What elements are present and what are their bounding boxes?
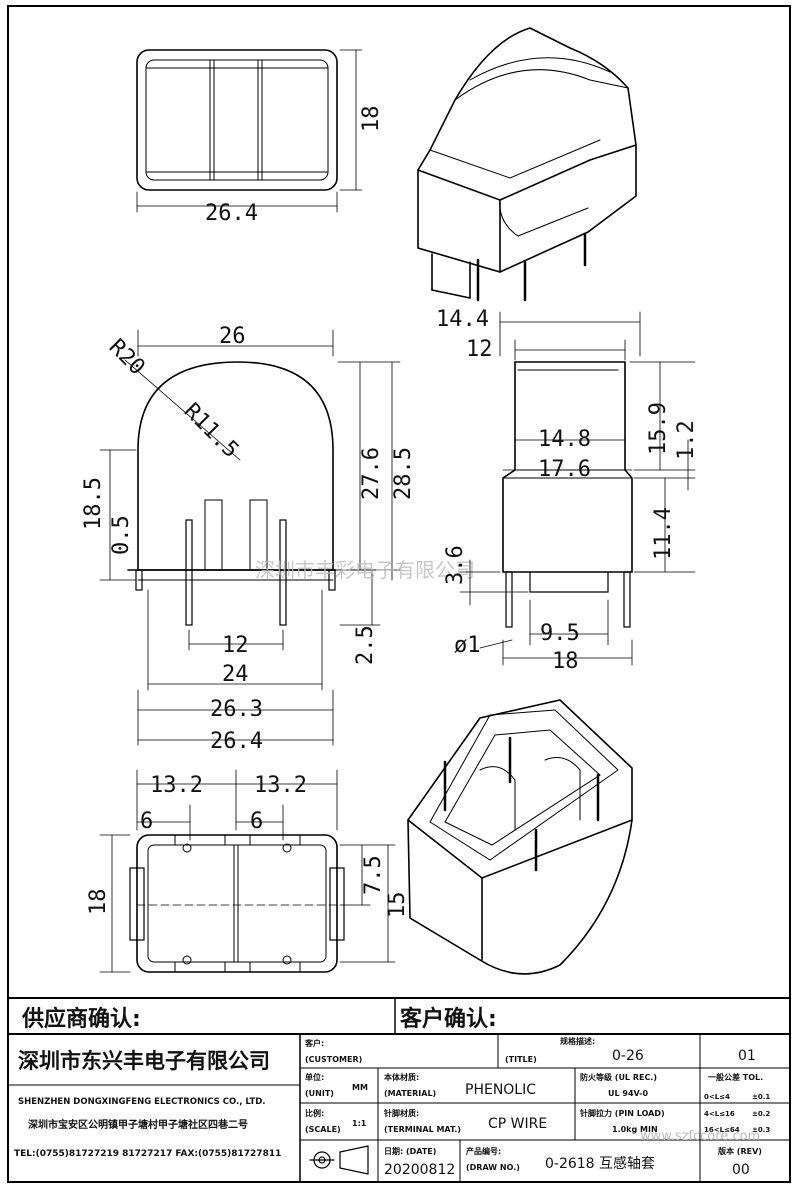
sheet-number: 01 bbox=[738, 1048, 756, 1064]
title-value: 0-26 bbox=[612, 1048, 644, 1064]
dim-bottom-six-right: 6 bbox=[250, 809, 263, 834]
dim-radius-inner: R11.5 bbox=[179, 399, 244, 464]
watermark-url: www.szfccore.com bbox=[640, 1129, 760, 1144]
iso-view-top bbox=[417, 27, 637, 302]
drawing-no-label-en: (DRAW NO.) bbox=[466, 1163, 520, 1172]
tol-value-1: ±0.2 bbox=[752, 1110, 770, 1118]
dim-front-body-height: 27.6 bbox=[359, 447, 384, 500]
terminal-label: 针脚材质: bbox=[384, 1108, 419, 1118]
dim-bottom-7-5: 7.5 bbox=[361, 855, 386, 895]
dim-front-total-height: 28.5 bbox=[391, 447, 416, 500]
ul-value: UL 94V-0 bbox=[608, 1089, 648, 1098]
bottom-view bbox=[99, 769, 396, 973]
tol-value-2: ±0.3 bbox=[752, 1126, 770, 1134]
company-tel-fax: TEL:(0755)81727219 81727217 FAX:(0755)81… bbox=[14, 1149, 281, 1159]
top-view bbox=[136, 49, 363, 213]
tol-value-0: ±0.1 bbox=[752, 1093, 770, 1101]
title-label-en: (TITLE) bbox=[505, 1055, 537, 1064]
dim-front-top-width: 26 bbox=[219, 324, 246, 349]
dim-width-24: 24 bbox=[222, 662, 249, 687]
drawing-no-label: 产品编号: bbox=[466, 1146, 501, 1156]
sheet-frame bbox=[7, 5, 791, 1183]
dim-side-1-2: 1.2 bbox=[674, 420, 699, 460]
terminal-label-en: (TERMINAL MAT.) bbox=[384, 1125, 461, 1134]
material-label: 本体材质: bbox=[383, 1072, 419, 1082]
dim-radius-outer: R20 bbox=[104, 335, 150, 381]
spec-label: 规格描述: bbox=[560, 1036, 595, 1046]
iso-view-bottom bbox=[407, 699, 633, 975]
unit-label: 单位: bbox=[305, 1072, 324, 1082]
customer-label-en: (CUSTOMER) bbox=[305, 1055, 362, 1064]
dim-side-3-6: 3.6 bbox=[443, 545, 468, 585]
customer-confirm-label: 客户确认: bbox=[400, 1006, 497, 1032]
dim-side-11-4: 11.4 bbox=[651, 507, 676, 560]
scale-value: 1:1 bbox=[352, 1119, 367, 1128]
company-address: 深圳市宝安区公明镇甲子塘村甲子塘社区四巷二号 bbox=[28, 1118, 248, 1131]
pin-load-value: 1.0kg MIN bbox=[612, 1125, 658, 1134]
pin-load-label: 针脚拉力 (PIN LOAD) bbox=[580, 1108, 665, 1118]
material-value: PHENOLIC bbox=[465, 1082, 536, 1098]
dim-side-12: 12 bbox=[466, 337, 493, 362]
customer-label: 客户: bbox=[304, 1038, 324, 1048]
dim-bottom-height: 18 bbox=[86, 889, 111, 916]
scale-label: 比例: bbox=[305, 1108, 324, 1118]
side-view bbox=[459, 311, 696, 666]
dim-side-17-6: 17.6 bbox=[538, 457, 591, 482]
dim-side-9-5: 9.5 bbox=[540, 621, 580, 646]
tol-range-2: 16<L≤64 bbox=[704, 1126, 740, 1134]
unit-value: MM bbox=[352, 1083, 368, 1092]
ul-label: 防火等级 (UL REC.) bbox=[580, 1072, 657, 1082]
dim-side-14-8: 14.8 bbox=[538, 427, 591, 452]
date-value: 20200812 bbox=[384, 1162, 455, 1178]
dim-width-26-3: 26.3 bbox=[210, 697, 263, 722]
material-label-en: (MATERIAL) bbox=[384, 1089, 436, 1098]
dim-side-18: 18 bbox=[552, 649, 579, 674]
date-label: 日期: (DATE) bbox=[384, 1146, 436, 1156]
company-name-en: SHENZHEN DONGXINGFENG ELECTRONICS CO., L… bbox=[18, 1097, 266, 1107]
drawing-no-value: 0-2618 互感轴套 bbox=[545, 1155, 655, 1172]
dim-top-height: 18 bbox=[359, 106, 384, 133]
tolerance-label: 一般公差 TOL. bbox=[708, 1072, 763, 1082]
dim-pin-pitch: 12 bbox=[222, 633, 249, 658]
tol-range-0: 0<L≤4 bbox=[704, 1093, 730, 1101]
rev-label: 版本 (REV) bbox=[717, 1146, 762, 1156]
projection-symbol-icon bbox=[309, 1145, 369, 1175]
supplier-confirm-label: 供应商确认: bbox=[21, 1006, 141, 1032]
company-name-cn: 深圳市东兴丰电子有限公司 bbox=[18, 1049, 270, 1073]
dim-side-14-4: 14.4 bbox=[436, 307, 489, 332]
dim-front-left-height: 18.5 bbox=[81, 477, 106, 530]
tol-range-1: 4<L≤16 bbox=[704, 1110, 735, 1118]
title-block bbox=[7, 997, 791, 1183]
dim-bottom-15: 15 bbox=[385, 892, 410, 919]
dim-top-width: 26.4 bbox=[205, 201, 258, 226]
unit-label-en: (UNIT) bbox=[305, 1089, 334, 1098]
front-view bbox=[99, 329, 401, 746]
dim-front-left-small: 0.5 bbox=[109, 515, 134, 555]
scale-label-en: (SCALE) bbox=[305, 1125, 341, 1134]
dim-pin-diameter: ø1 bbox=[454, 633, 481, 658]
dim-bottom-half-right: 13.2 bbox=[254, 773, 307, 798]
rev-value: 00 bbox=[732, 1162, 750, 1178]
dim-bottom-half-left: 13.2 bbox=[150, 773, 203, 798]
dim-bottom-six-left: 6 bbox=[140, 809, 153, 834]
dim-pin-length: 2.5 bbox=[353, 625, 378, 665]
watermark-text: 深圳市丰彩电子有限公司 bbox=[255, 558, 475, 582]
terminal-value: CP WIRE bbox=[488, 1116, 547, 1132]
dim-side-15-9: 15.9 bbox=[646, 402, 671, 455]
dim-width-26-4: 26.4 bbox=[210, 729, 263, 754]
